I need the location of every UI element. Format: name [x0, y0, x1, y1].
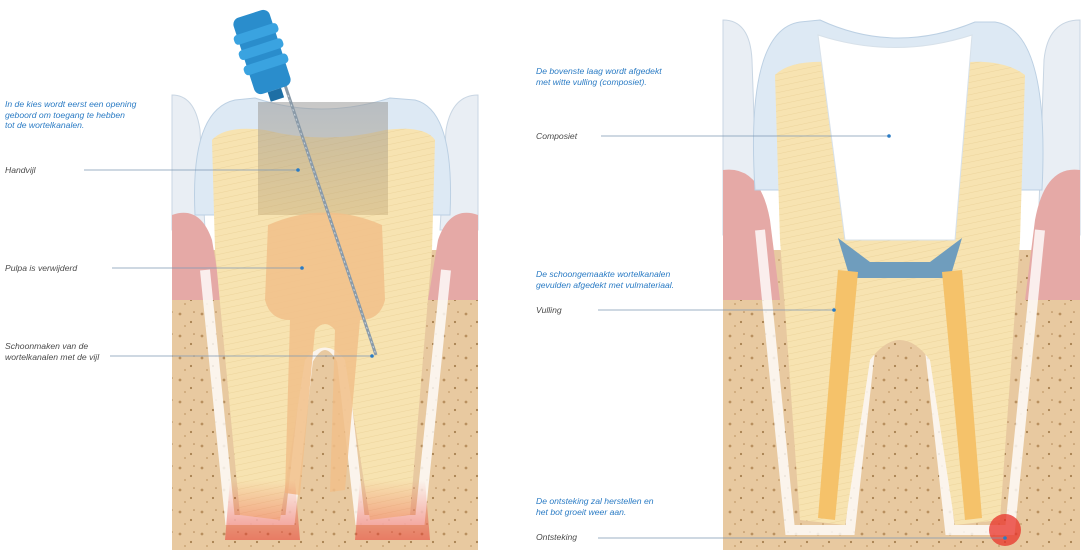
- leader-lines: [84, 134, 1007, 540]
- left-gum-right: [428, 212, 478, 300]
- hand-file-shaft: [283, 84, 378, 356]
- dot-handvijl: [296, 168, 300, 172]
- hand-file-icon: [233, 9, 378, 356]
- right-canal-filling-right: [942, 270, 982, 520]
- hand-file-flutes: [287, 94, 377, 356]
- dot-vulling: [832, 308, 836, 312]
- label-ontsteking: Ontsteking: [536, 532, 578, 542]
- hand-file-handle-neck: [267, 87, 285, 102]
- left-apex-red-left: [225, 480, 300, 540]
- left-apex-red-right: [355, 480, 430, 540]
- right-composite: [817, 34, 973, 241]
- dot-schoonmaken: [370, 354, 374, 358]
- label-schoonmaken: Schoonmaken van de wortelkanalen met de …: [5, 341, 100, 362]
- right-liner: [838, 238, 962, 278]
- right-canal-filling-left: [818, 270, 858, 520]
- label-composiet: Composiet: [536, 131, 578, 141]
- left-tooth-illustration: [171, 9, 479, 550]
- right-intro-bottom-text: De ontsteking zal herstellen en het bot …: [536, 496, 654, 517]
- label-handvijl: Handvijl: [5, 165, 36, 175]
- dot-pulpa: [300, 266, 304, 270]
- label-vulling: Vulling: [536, 305, 562, 315]
- hand-file-handle-ridge-2: [238, 38, 284, 60]
- left-intro-text: In de kies wordt eerst een opening geboo…: [5, 99, 137, 131]
- dot-ontsteking: [1003, 536, 1007, 540]
- right-intro-top-text: De bovenste laag wordt afgedekt met witt…: [536, 66, 662, 87]
- right-intro-middle-text: De schoongemaakte wortelkanalen gevulden…: [536, 269, 675, 290]
- hand-file-handle-ridge-1: [233, 23, 279, 45]
- dot-composiet: [887, 134, 891, 138]
- hand-file-handle-ridge-3: [243, 53, 289, 76]
- left-access-opening: [258, 102, 388, 215]
- right-inflammation: [989, 514, 1021, 546]
- left-pulp-chamber: [265, 212, 385, 495]
- right-tooth-illustration: [722, 19, 1081, 550]
- label-pulpa: Pulpa is verwijderd: [5, 263, 78, 273]
